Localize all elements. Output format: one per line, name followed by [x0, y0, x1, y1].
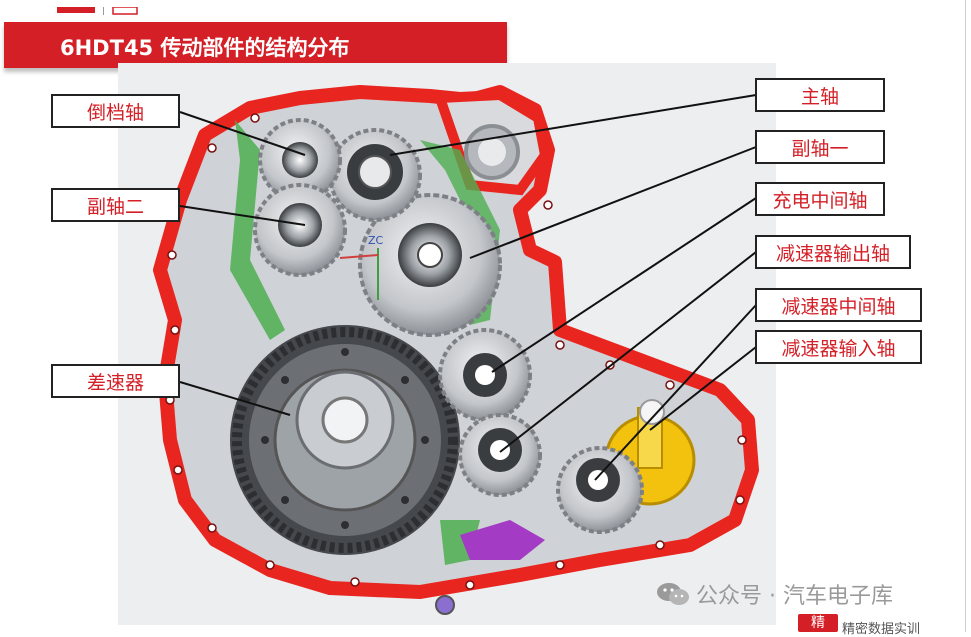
top-logo-fragment [55, 0, 145, 15]
axis-marker-zc: ZC [368, 234, 384, 247]
label-reducer-output-shaft: 减速器输出轴 [755, 235, 911, 269]
label-countershaft-2: 副轴二 [51, 188, 180, 222]
page-title: 6HDT45 传动部件的结构分布 [60, 36, 350, 60]
corner-text: 精密数据实训 [842, 622, 921, 637]
watermark-text: 公众号 · 汽车电子库 [696, 584, 893, 609]
label-main-shaft: 主轴 [755, 78, 885, 112]
label-reducer-intermediate-shaft: 减速器中间轴 [755, 288, 922, 322]
label-countershaft-1: 副轴一 [755, 130, 885, 164]
label-reducer-input-shaft: 减速器输入轴 [755, 330, 922, 364]
label-reverse-shaft: 倒档轴 [51, 94, 180, 128]
watermark: 公众号 · 汽车电子库 [656, 578, 893, 610]
label-charging-intermediate-shaft: 充电中间轴 [755, 182, 885, 216]
title-bar: 6HDT45 传动部件的结构分布 [4, 22, 507, 68]
wechat-icon [657, 583, 689, 605]
right-border-line [965, 0, 966, 632]
label-differential: 差速器 [51, 364, 180, 398]
corner-logo: 精 [798, 614, 838, 632]
